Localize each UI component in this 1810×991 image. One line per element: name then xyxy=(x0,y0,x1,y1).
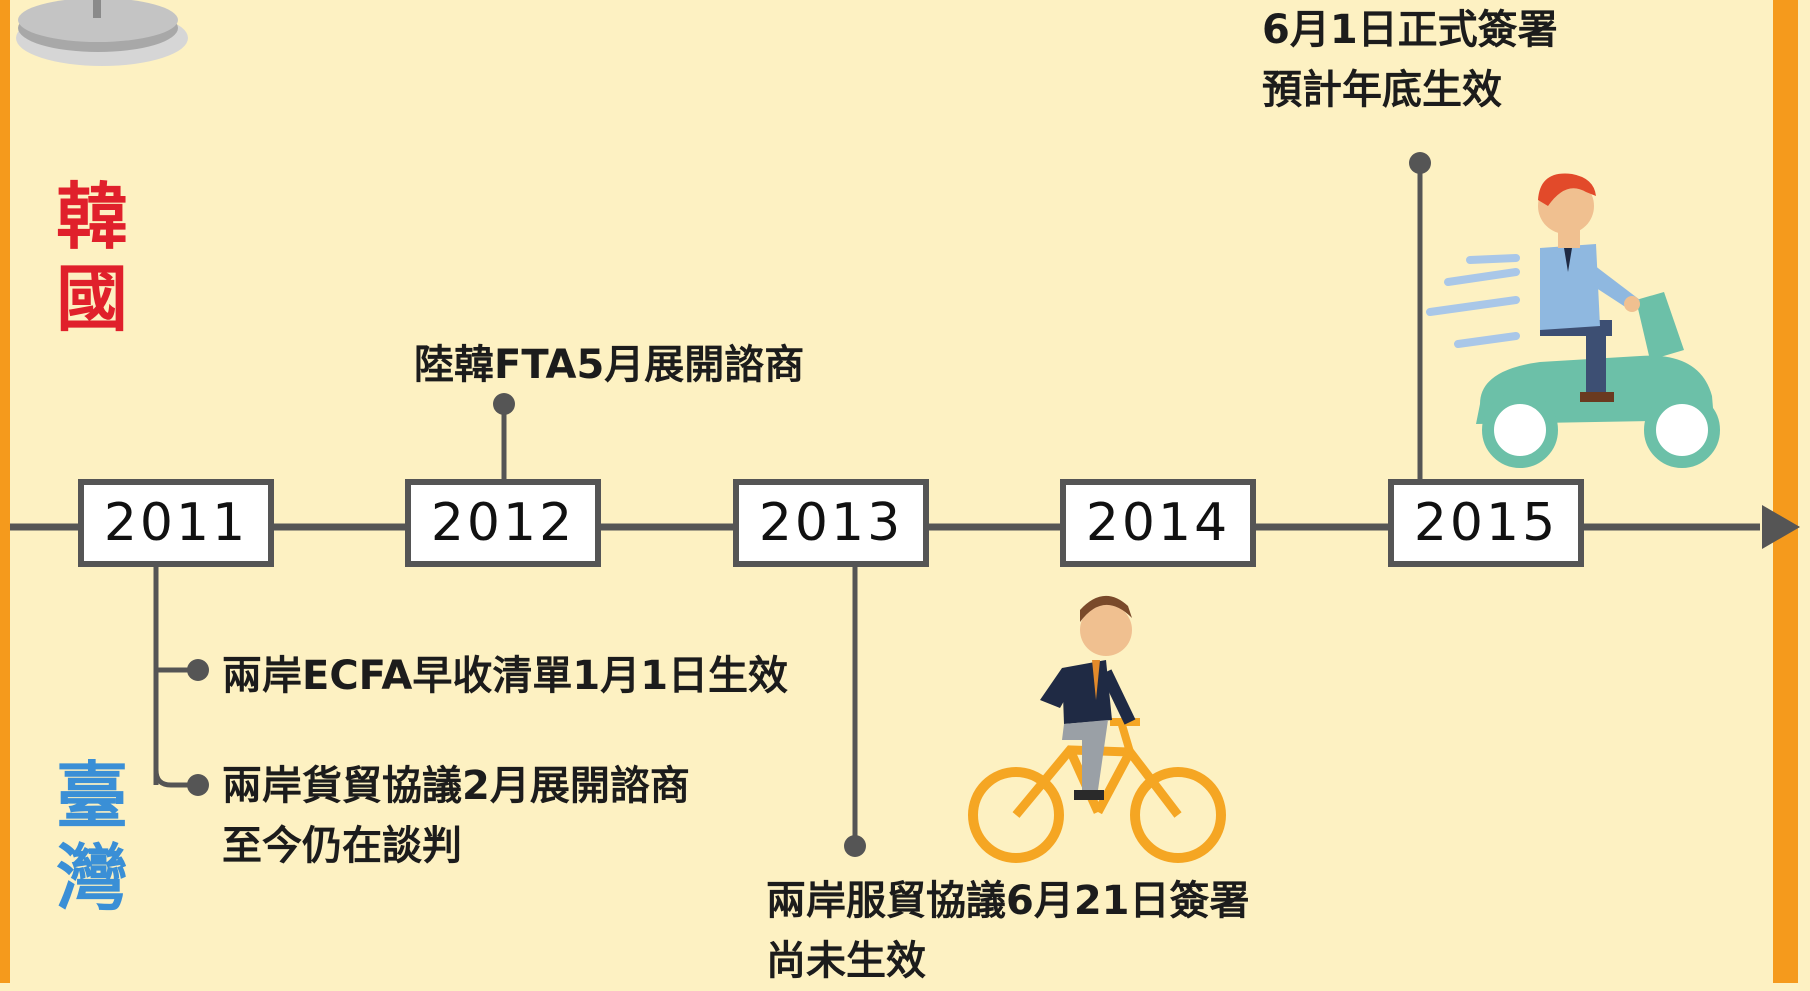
country-label-korea: 韓 國 xyxy=(52,176,132,340)
event-label-taiwan-2011-goods: 兩岸貨貿協議2月展開諮商 至今仍在談判 xyxy=(222,756,690,876)
event-line: 6月1日正式簽署 xyxy=(1262,7,1558,53)
year-box-2013: 2013 xyxy=(733,479,929,567)
country-char: 國 xyxy=(55,257,128,341)
event-label-taiwan-2013: 兩岸服貿協議6月21日簽署 尚未生效 xyxy=(766,871,1250,991)
connector-2013 xyxy=(844,567,866,857)
year-box-2011: 2011 xyxy=(78,479,274,567)
scooter-rider-icon xyxy=(1426,173,1720,468)
event-line: 預計年底生效 xyxy=(1262,67,1502,113)
country-label-taiwan: 臺 灣 xyxy=(52,755,132,919)
event-label-korea-2012: 陸韓FTA5月展開諮商 xyxy=(414,335,804,395)
event-label-taiwan-2011-ecfa: 兩岸ECFA早收清單1月1日生效 xyxy=(222,646,788,706)
country-char: 灣 xyxy=(55,836,128,920)
disc-icon xyxy=(16,0,188,66)
event-line: 兩岸貨貿協議2月展開諮商 xyxy=(222,763,690,809)
frame-outer xyxy=(1798,0,1810,983)
country-char: 臺 xyxy=(55,754,128,838)
event-line: 陸韓FTA5月展開諮商 xyxy=(414,342,805,388)
event-line: 至今仍在談判 xyxy=(222,823,462,869)
year-box-2015: 2015 xyxy=(1388,479,1584,567)
year-box-2014: 2014 xyxy=(1060,479,1256,567)
country-char: 韓 xyxy=(55,175,128,259)
connector-2015 xyxy=(1409,152,1431,479)
cyclist-icon xyxy=(968,595,1226,863)
connector-2012 xyxy=(493,393,515,479)
arrow-head-icon xyxy=(1762,505,1800,549)
frame-left xyxy=(0,0,10,983)
year-box-2012: 2012 xyxy=(405,479,601,567)
event-line: 兩岸ECFA早收清單1月1日生效 xyxy=(222,653,789,699)
event-line: 兩岸服貿協議6月21日簽署 xyxy=(766,878,1250,924)
event-line: 尚未生效 xyxy=(766,938,926,984)
event-label-korea-2015: 6月1日正式簽署 預計年底生效 xyxy=(1262,0,1558,120)
connector-2011 xyxy=(153,567,209,796)
frame-right xyxy=(1773,0,1798,983)
